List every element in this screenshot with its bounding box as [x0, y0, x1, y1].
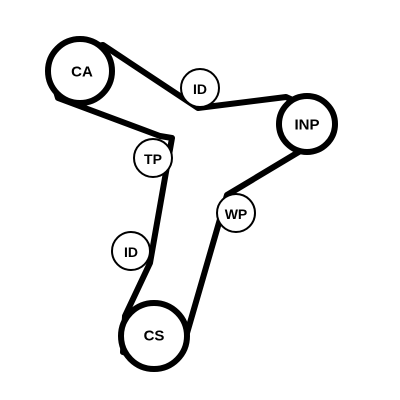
pulley-tp: TP — [133, 138, 173, 178]
pulley-id-bottom-label: ID — [124, 244, 138, 260]
pulley-id-top: ID — [180, 68, 220, 108]
pulley-cs-label: CS — [144, 328, 165, 345]
pulley-inp: INP — [276, 93, 338, 155]
pulley-inp-label: INP — [294, 117, 319, 134]
pulley-tp-label: TP — [144, 151, 162, 167]
pulley-cs: CS — [118, 300, 190, 372]
pulley-id-bottom: ID — [111, 231, 151, 271]
pulley-ca: CA — [45, 36, 115, 106]
pulley-ca-label: CA — [71, 64, 93, 81]
pulley-id-top-label: ID — [193, 81, 207, 97]
pulley-wp-label: WP — [225, 206, 248, 222]
pulley-wp: WP — [216, 193, 256, 233]
